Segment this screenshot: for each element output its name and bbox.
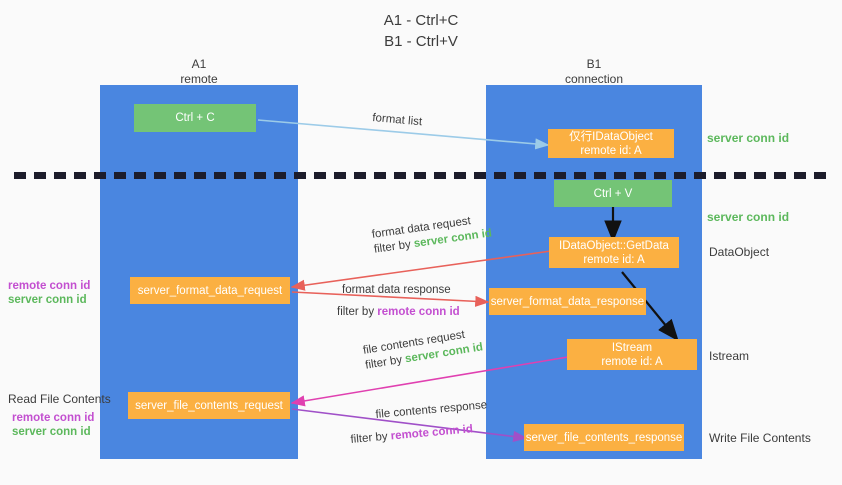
edge-label-format-data-response: format data response [342,283,451,298]
node-ctrl-c-label: Ctrl + C [175,112,215,124]
label-dataobject: DataObject [709,245,770,259]
title-line-1: A1 - Ctrl+C [383,12,459,29]
file-resp-filter-key: remote conn id [390,423,474,443]
label-conn-stack-format: remote conn id server conn id [8,279,90,307]
lane-a1-sub: remote [180,72,218,86]
node-getdata-line2: remote id: A [583,253,645,266]
node-ctrl-c[interactable]: Ctrl + C [134,104,256,132]
label-remote-conn-id-2: remote conn id [12,412,95,424]
file-resp-line1: file contents response [375,399,488,421]
node-fmt-resp-label: server_format_data_response [490,295,645,308]
label-conn-stack-file: remote conn id server conn id [12,411,94,439]
label-istream: Istream [709,349,750,363]
node-idataobject-line1: 仅行IDataObject [569,130,653,143]
lane-header-b1: B1 connection [486,57,702,87]
lane-a1-name: A1 [191,57,207,71]
edge-label-file-contents-response: file contents response [375,398,488,423]
node-ctrl-v-label: Ctrl + V [593,187,633,200]
label-remote-conn-id-1: remote conn id [8,280,91,292]
node-idataobject-getdata[interactable]: IDataObject::GetData remote id: A [549,237,679,268]
node-file-req-label: server_file_contents_request [135,399,283,412]
title-line-2: B1 - Ctrl+V [384,33,458,50]
fmt-resp-filter-key: remote conn id [377,306,460,318]
page-title: A1 - Ctrl+C B1 - Ctrl+V [0,10,842,52]
edge-label-format-list: format list [372,111,423,130]
node-istream-line1: IStream [611,341,653,354]
node-server-format-data-request[interactable]: server_format_data_request [130,277,290,304]
node-istream-line2: remote id: A [601,355,663,368]
lane-b1-sub: connection [564,72,624,86]
file-resp-filter-prefix: filter by [350,430,392,446]
fmt-req-filter-prefix: filter by [373,238,415,256]
node-file-resp-label: server_file_contents_response [525,431,683,444]
edge-label-file-contents-request: file contents request filter by server c… [362,325,484,373]
node-server-file-contents-request[interactable]: server_file_contents_request [128,392,290,419]
label-read-file-contents: Read File Contents [8,392,111,406]
lane-header-a1: A1 remote [100,57,298,87]
fmt-resp-filter-prefix: filter by [337,306,378,318]
node-getdata-line1: IDataObject::GetData [559,239,669,252]
label-server-conn-id-mid: server conn id [707,210,790,224]
label-server-conn-id-top: server conn id [707,131,790,145]
edge-label-format-data-response-filter: filter by remote conn id [337,305,460,320]
edge-label-file-contents-response-filter: filter by remote conn id [350,422,474,448]
node-istream[interactable]: IStream remote id: A [567,339,697,370]
node-server-file-contents-response[interactable]: server_file_contents_response [524,424,684,451]
node-ctrl-v[interactable]: Ctrl + V [554,180,672,207]
node-idataobject-line2: remote id: A [580,144,642,157]
lane-b1-name: B1 [586,57,602,71]
label-server-conn-id-1: server conn id [8,294,87,306]
node-fmt-req-label: server_format_data_request [137,284,283,297]
label-server-conn-id-2: server conn id [12,426,91,438]
fmt-resp-line1: format data response [342,284,451,296]
edge-label-format-data-request: format data request filter by server con… [371,211,493,257]
node-server-format-data-response[interactable]: server_format_data_response [489,288,646,315]
label-write-file-contents: Write File Contents [709,431,811,445]
node-idataobject[interactable]: 仅行IDataObject remote id: A [548,129,674,158]
edge-format-list-text: format list [371,111,423,129]
phase-divider [14,172,828,179]
